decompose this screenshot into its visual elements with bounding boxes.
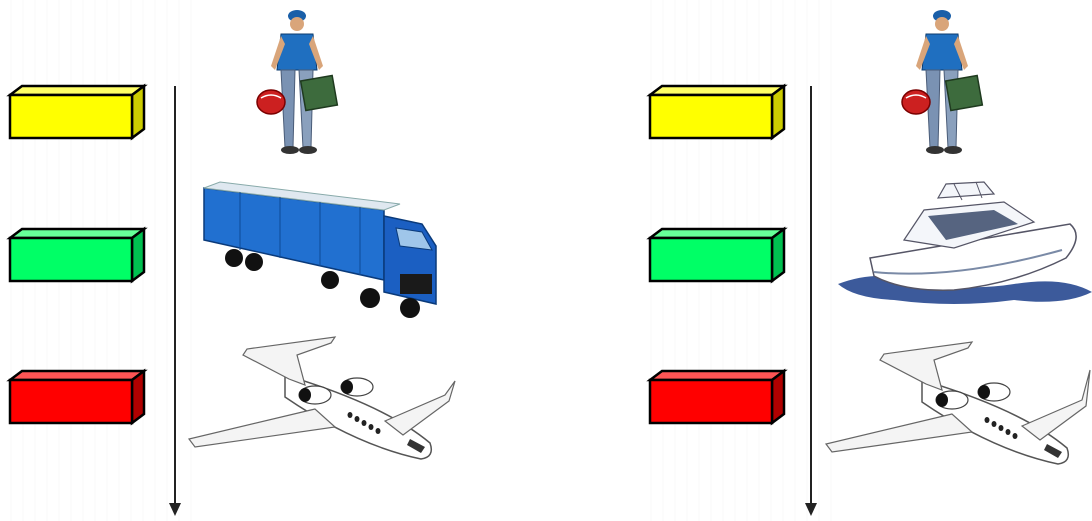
right-panel [546,0,1092,521]
airplane-icon [826,342,1090,464]
down-arrow [805,86,817,516]
delivery-man-icon [257,10,337,154]
left-panel [0,0,546,521]
boat-icon [838,182,1092,304]
red-layer-box [10,371,144,423]
delivery-man-icon [902,10,982,154]
truck-icon [204,182,436,318]
yellow-layer-box [10,86,144,138]
down-arrow [169,86,181,516]
green-layer-box [10,229,144,281]
green-layer-box [650,229,784,281]
airplane-icon [189,337,455,459]
yellow-layer-box [650,86,784,138]
red-layer-box [650,371,784,423]
